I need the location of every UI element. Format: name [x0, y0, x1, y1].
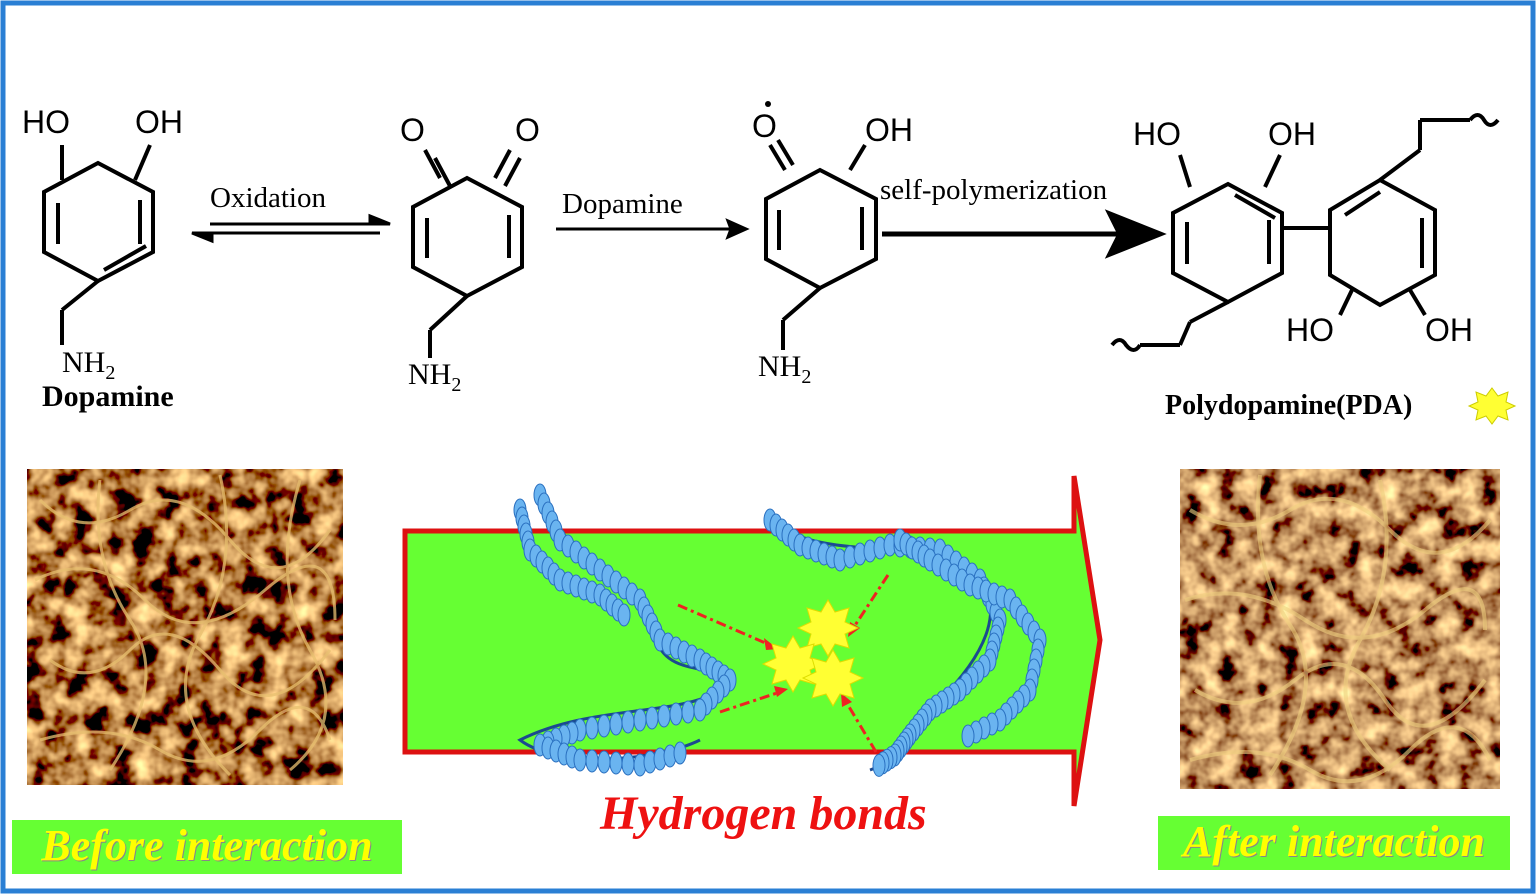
helix-bead — [621, 710, 635, 734]
helix-bead — [673, 741, 687, 765]
helix-bead — [617, 603, 631, 627]
dopamine-structure — [42, 144, 155, 345]
radical-amine: NH2 — [758, 350, 812, 388]
helix-bead — [621, 752, 635, 776]
pda-structure — [1110, 113, 1500, 352]
star-icon — [796, 599, 860, 657]
polymerization-arrow — [882, 209, 1167, 259]
helix-bead — [597, 750, 611, 774]
quinone-structure — [411, 149, 524, 358]
dopamine-oh-right: OH — [135, 104, 183, 140]
dopamine-oh-left: HO — [22, 104, 70, 140]
helix-bead — [633, 708, 647, 732]
helix-bead — [657, 704, 671, 728]
before-interaction-label: Before interaction — [12, 820, 402, 874]
radical-structure — [764, 101, 878, 350]
helix-bead — [693, 698, 707, 722]
radical-o: O — [752, 108, 777, 144]
helix-bead — [585, 749, 599, 773]
star-icon — [801, 649, 865, 707]
dopamine-name: Dopamine — [42, 380, 174, 413]
polymerization-label: self-polymerization — [880, 174, 1108, 206]
oxidation-equilibrium-arrow — [191, 213, 391, 244]
pda-oh-bottom: OH — [1425, 312, 1473, 348]
radical-oh: OH — [865, 112, 913, 148]
helix-bead — [609, 712, 623, 736]
quinone-amine: NH2 — [408, 358, 462, 396]
pda-star-icon — [1467, 387, 1517, 425]
after-interaction-label: After interaction — [1158, 816, 1510, 870]
helix-bead — [872, 753, 886, 777]
helix-bead — [961, 724, 975, 748]
hbond-stars — [761, 599, 865, 707]
dopamine-amine: NH2 — [62, 346, 116, 384]
afm-image-before — [27, 469, 343, 785]
pda-ho-top: HO — [1133, 116, 1181, 152]
helix-bead — [609, 751, 623, 775]
helix-bead — [597, 714, 611, 738]
pda-name: Polydopamine(PDA) — [1165, 390, 1413, 421]
helix-bead — [681, 700, 695, 724]
helix-beads — [513, 483, 1047, 777]
pda-ho-bottom: HO — [1286, 312, 1334, 348]
helix-bead — [573, 748, 587, 772]
pda-oh-top: OH — [1268, 116, 1316, 152]
quinone-o-right: O — [515, 112, 540, 148]
dopamine-arrow-label: Dopamine — [562, 188, 683, 220]
helix-bead — [669, 702, 683, 726]
hydrogen-bonds-label: Hydrogen bonds — [600, 787, 927, 840]
afm-image-after — [1180, 469, 1500, 789]
dopamine-arrow — [556, 218, 750, 240]
oxidation-label: Oxidation — [210, 182, 326, 214]
helix-bead — [645, 706, 659, 730]
helix-bead — [585, 716, 599, 740]
quinone-o-left: O — [400, 112, 425, 148]
